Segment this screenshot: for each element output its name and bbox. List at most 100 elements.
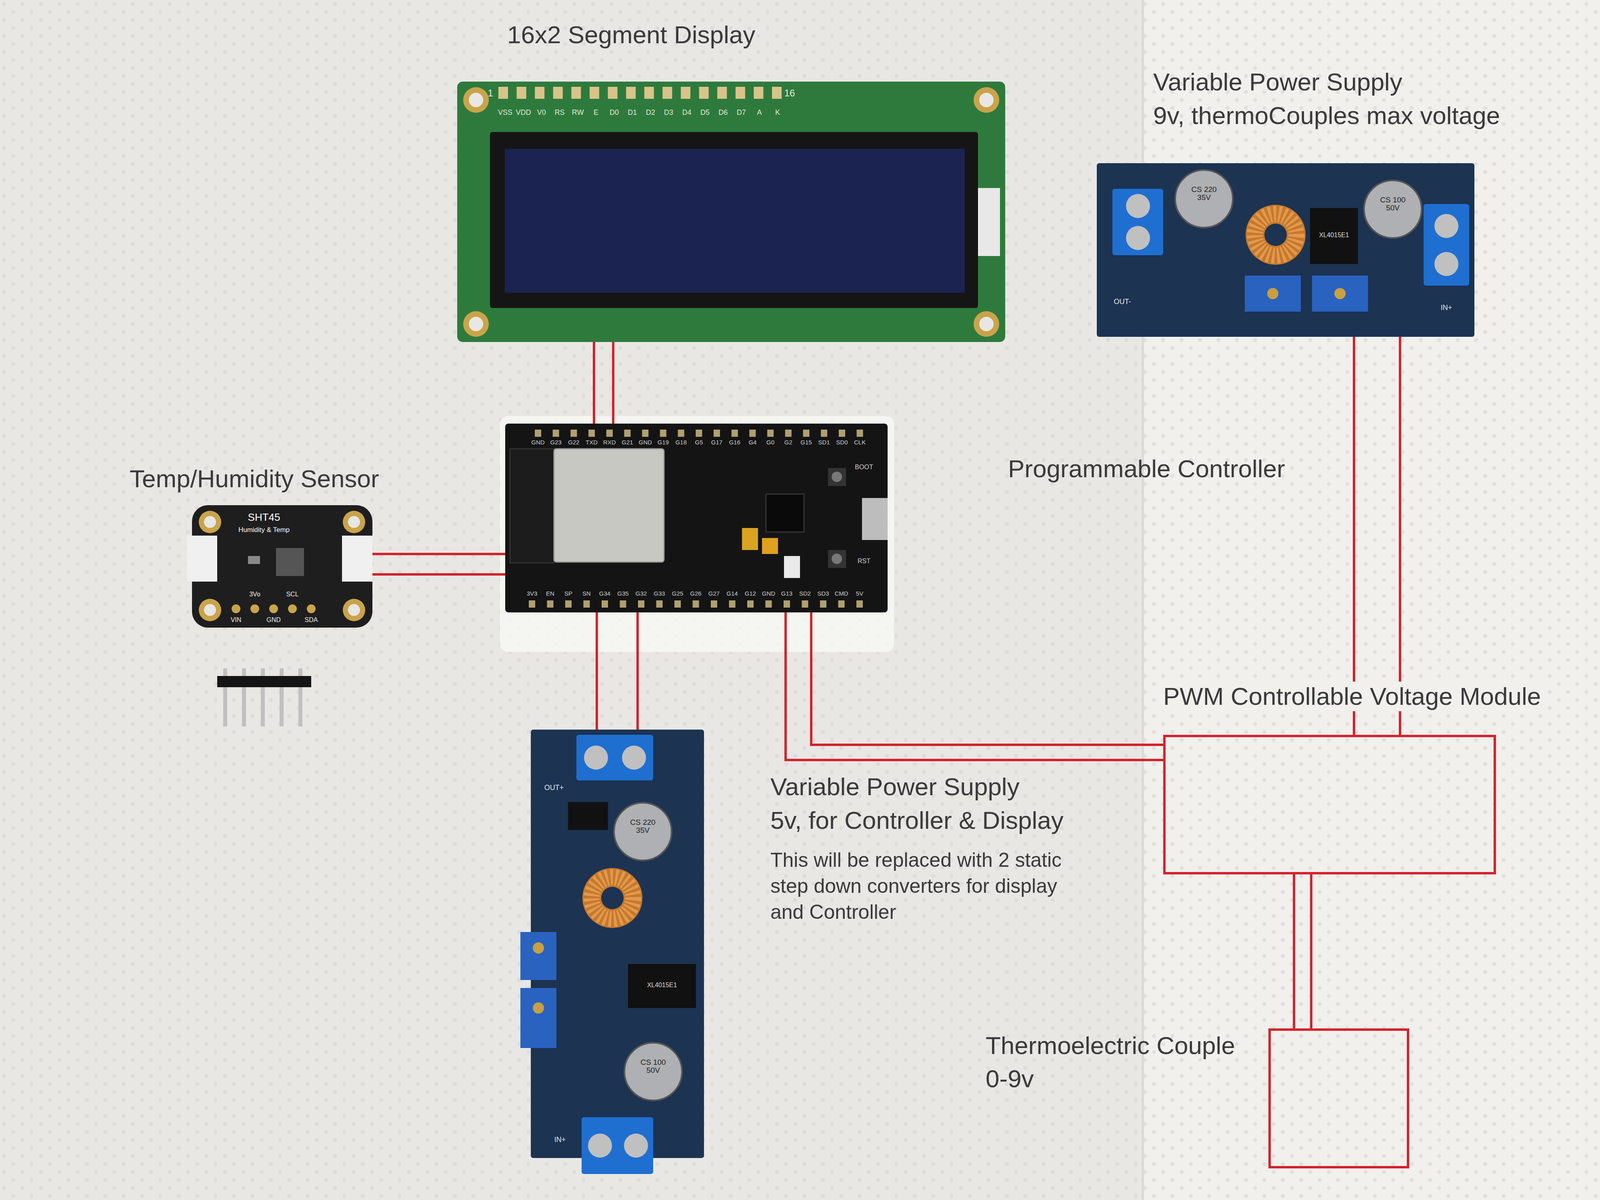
buck-converter-9v-part [1423, 204, 1470, 286]
lcd-board-part [504, 148, 965, 293]
buck-converter-5v-part [624, 1133, 648, 1158]
wire-connector [1310, 874, 1313, 1029]
silkscreen-label: D7 [736, 108, 746, 117]
silkscreen-label: G19 [657, 439, 669, 446]
component-label: 16x2 Segment Display [507, 20, 756, 50]
buck-converter-5v-part [582, 868, 643, 928]
sht45-board [186, 505, 373, 628]
lcd-board-part [979, 316, 994, 332]
buck-converter-5v [520, 729, 704, 1174]
silkscreen-label: OUT- [1114, 298, 1132, 306]
esp32-board-part [500, 416, 894, 652]
silkscreen-label: G5 [694, 439, 703, 446]
buck-converter-9v-part [1175, 170, 1233, 228]
silkscreen-label: IN+ [554, 1136, 566, 1144]
esp32-board-part [742, 528, 758, 550]
buck-converter-5v-part [624, 1042, 682, 1101]
silkscreen-label: G32 [635, 590, 647, 597]
silkscreen-label: RW [572, 108, 584, 117]
silkscreen-label: G33 [653, 590, 665, 597]
buck-converter-9v-part [1267, 288, 1279, 300]
silkscreen-label: XL4015E1 [1319, 232, 1350, 239]
buck-converter-5v-part [601, 886, 624, 910]
sht45-board-part [276, 548, 304, 576]
silkscreen-label: Humidity & Temp [238, 526, 290, 534]
silkscreen-label: CS 100 50V [1374, 196, 1411, 212]
buck-converter-5v-part [532, 1002, 544, 1014]
silkscreen-label: 3V3 [526, 590, 538, 597]
silkscreen-label: G21 [621, 439, 633, 446]
silkscreen-label: D1 [627, 108, 637, 117]
silkscreen-label: G4 [748, 439, 757, 446]
wire-connector [595, 612, 598, 730]
silkscreen-label: V0 [537, 108, 546, 117]
buck-converter-module: Variable Power Supply9v, thermoCouples m… [1096, 163, 1475, 337]
esp32-board-part [762, 538, 778, 554]
silkscreen-label: SHT45 [248, 512, 281, 523]
buck-converter-9v [1096, 163, 1475, 337]
thermoelectric-module: Thermoelectric Couple0-9v [1268, 1028, 1410, 1169]
silkscreen-label: G25 [672, 590, 684, 597]
buck-converter-5v-part [520, 988, 557, 1048]
buck-converter-9v-part [1312, 275, 1368, 312]
silkscreen-label: EN [546, 590, 555, 597]
buck-converter-9v-part [1310, 208, 1358, 264]
lcd-board-part [978, 188, 1000, 256]
buck-converter-9v-part [1245, 204, 1306, 265]
silkscreen-label: IN+ [1440, 304, 1453, 312]
wire-connector [785, 612, 1164, 760]
buck-converter-5v-part [581, 1117, 654, 1174]
component-note: 0-9v [985, 1064, 1034, 1094]
buck-converter-9v-part [1434, 252, 1459, 276]
wire-connector [372, 552, 506, 556]
silkscreen-label: D3 [664, 108, 674, 117]
wire-connector [636, 612, 639, 730]
buck-converter-5v-part [532, 942, 544, 954]
buck-converter-9v-part [1244, 275, 1301, 312]
silkscreen-label: SP [564, 590, 573, 597]
component-label: Variable Power Supply [1153, 67, 1403, 97]
silkscreen-label: SD2 [799, 590, 811, 597]
sht45-board-part [288, 604, 297, 614]
silkscreen-label: 5V [856, 590, 864, 597]
silkscreen-label: CLK [854, 439, 866, 446]
sht45-board-part [198, 510, 222, 534]
component-label: Variable Power Supply [770, 772, 1020, 802]
component-note: 5v, for Controller & Display [770, 805, 1064, 836]
lcd-board-part [463, 87, 489, 113]
component-note: 9v, thermoCouples max voltage [1153, 100, 1500, 131]
esp32-board-part [505, 423, 888, 613]
wire-connector [592, 342, 596, 424]
silkscreen-label: CS 220 35V [1186, 185, 1222, 202]
buck-converter-5v-part [576, 734, 654, 781]
buck-converter-9v-part [1126, 194, 1150, 218]
silkscreen-label: 1 [487, 88, 493, 98]
sht45-board-part [348, 604, 360, 616]
silkscreen-label: D6 [718, 108, 728, 117]
pin-header-part [217, 676, 312, 688]
silkscreen-label: K [775, 108, 780, 117]
esp32-board [500, 416, 894, 652]
buck-converter-9v-part [1364, 180, 1422, 238]
silkscreen-label: G15 [800, 439, 812, 446]
silkscreen-label: G26 [690, 590, 702, 597]
buck-converter-5v-part [584, 745, 608, 770]
wire-connector [1352, 336, 1356, 735]
silkscreen-label: CS 100 50V [635, 1058, 672, 1075]
lcd-board-part [468, 92, 484, 108]
buck-converter-5v-part [591, 877, 634, 919]
silkscreen-label: SCL [286, 591, 299, 598]
silkscreen-label: G18 [675, 439, 687, 446]
sht45-board-part [198, 598, 222, 622]
silkscreen-label: RS [554, 108, 565, 117]
silkscreen-label: G16 [729, 439, 741, 446]
esp32-board-part [534, 429, 864, 437]
silkscreen-label: G17 [711, 439, 723, 446]
silkscreen-label: GND [638, 439, 652, 446]
esp32-board-part [862, 498, 888, 540]
lcd-board [457, 81, 1006, 342]
silkscreen-label: G27 [708, 590, 720, 597]
